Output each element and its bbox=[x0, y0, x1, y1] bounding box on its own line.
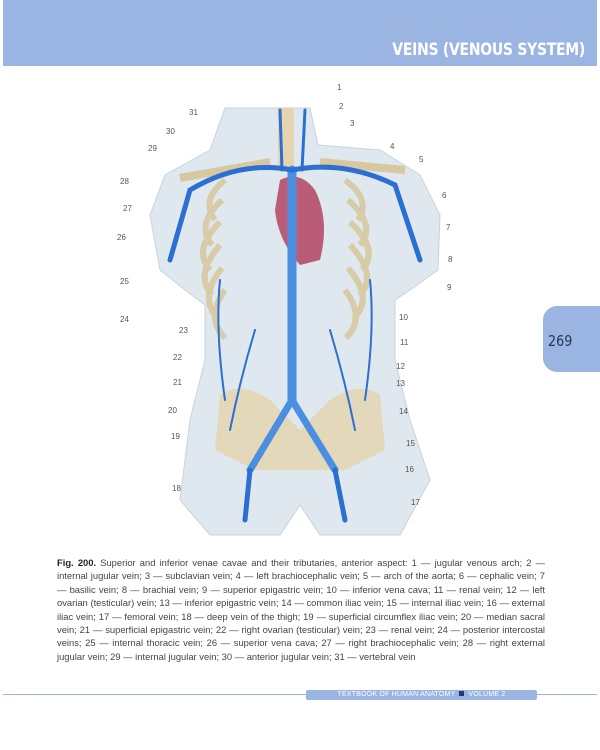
figure-label-1: 1 bbox=[337, 83, 342, 92]
venous-system-illustration bbox=[149, 107, 441, 536]
figure-label-26: 26 bbox=[117, 233, 126, 242]
figure-label-9: 9 bbox=[447, 283, 452, 292]
figure-label-10: 10 bbox=[399, 313, 408, 322]
figure-label-14: 14 bbox=[399, 407, 408, 416]
figure-label-30: 30 bbox=[166, 127, 175, 136]
footer-rule bbox=[3, 694, 597, 695]
figure-label-15: 15 bbox=[406, 439, 415, 448]
figure-number: Fig. 200. bbox=[57, 557, 97, 568]
figure-label-21: 21 bbox=[173, 378, 182, 387]
figure-label-23: 23 bbox=[179, 326, 188, 335]
figure-label-24: 24 bbox=[120, 315, 129, 324]
figure-label-18: 18 bbox=[172, 484, 181, 493]
figure-label-31: 31 bbox=[189, 108, 198, 117]
figure-label-28: 28 bbox=[120, 177, 129, 186]
figure-label-19: 19 bbox=[171, 432, 180, 441]
caption-text: Superior and inferior venae cavae and th… bbox=[57, 557, 545, 662]
figure-label-8: 8 bbox=[448, 255, 453, 264]
figure-caption: Fig. 200. Superior and inferior venae ca… bbox=[57, 556, 545, 663]
chapter-title: VEINS (VENOUS SYSTEM) bbox=[392, 40, 585, 60]
page-number-tab: 269 bbox=[543, 306, 600, 372]
footer-bar: TEXTBOOK OF HUMAN ANATOMY VOLUME 2 bbox=[306, 690, 537, 700]
figure-label-25: 25 bbox=[120, 277, 129, 286]
figure-label-11: 11 bbox=[400, 338, 409, 347]
footer-volume: VOLUME 2 bbox=[468, 691, 506, 698]
figure-label-5: 5 bbox=[419, 155, 424, 164]
figure-label-2: 2 bbox=[339, 102, 344, 111]
figure-label-20: 20 bbox=[168, 406, 177, 415]
anatomy-figure bbox=[90, 78, 500, 538]
figure-label-3: 3 bbox=[350, 119, 355, 128]
square-bullet-icon bbox=[459, 691, 465, 696]
figure-label-12: 12 bbox=[396, 362, 405, 371]
figure-label-7: 7 bbox=[446, 223, 451, 232]
figure-label-13: 13 bbox=[396, 379, 405, 388]
figure-label-17: 17 bbox=[411, 498, 420, 507]
figure-label-22: 22 bbox=[173, 353, 182, 362]
figure-label-27: 27 bbox=[123, 204, 132, 213]
header-band: VEINS (VENOUS SYSTEM) bbox=[3, 0, 597, 66]
page-number: 269 bbox=[548, 332, 573, 350]
figure-label-29: 29 bbox=[148, 144, 157, 153]
figure-label-4: 4 bbox=[390, 142, 395, 151]
figure-label-16: 16 bbox=[405, 465, 414, 474]
figure-label-6: 6 bbox=[442, 191, 447, 200]
footer-book-title: TEXTBOOK OF HUMAN ANATOMY bbox=[337, 691, 456, 698]
